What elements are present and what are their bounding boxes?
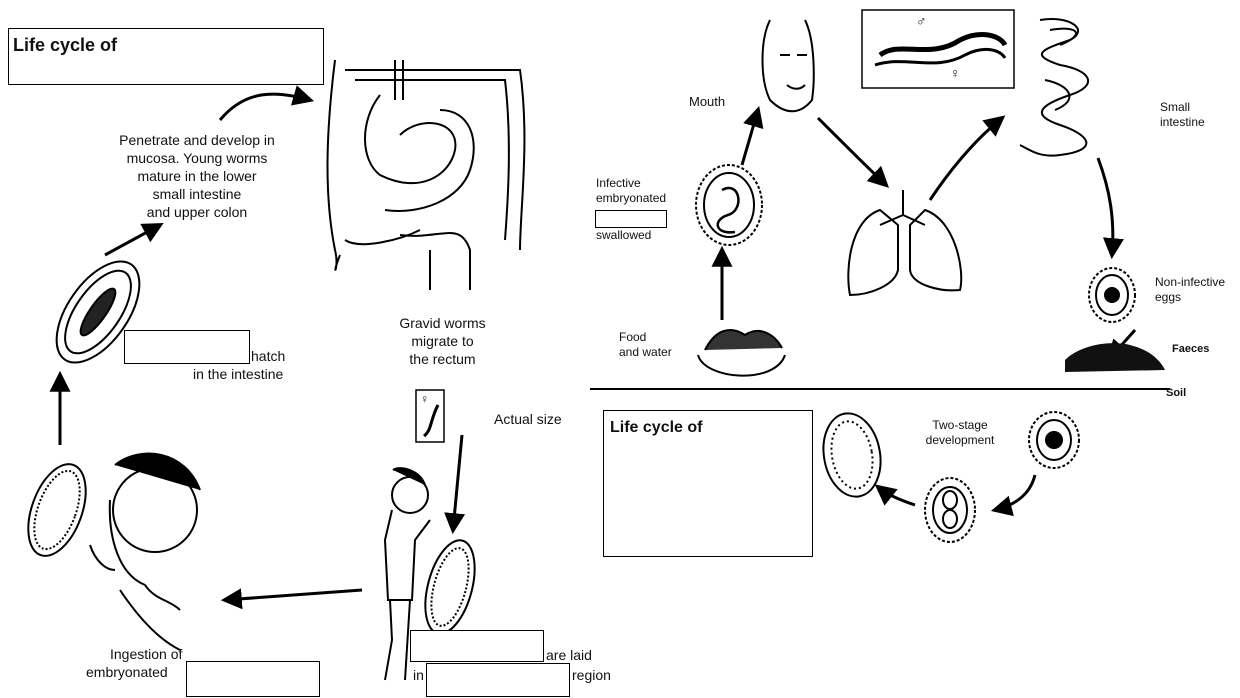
male-symbol: ♂ (916, 14, 927, 29)
hatch-label-2: in the intestine (193, 365, 283, 383)
food-bowl (698, 330, 785, 376)
infective-blank[interactable] (595, 210, 667, 228)
soil-label: Soil (1166, 386, 1186, 401)
swallowed-label: swallowed (596, 228, 651, 243)
left-title: Life cycle of (13, 35, 117, 56)
lungs-drawing (848, 190, 961, 295)
hatch-blank[interactable] (124, 330, 250, 364)
actual-size-label: Actual size (494, 410, 562, 428)
laid-blank-2[interactable] (426, 663, 570, 697)
food-label: Food and water (619, 330, 672, 360)
penetrate-label: Penetrate and develop in mucosa. Young w… (82, 131, 312, 221)
female-symbol-left: ♀ (420, 392, 429, 407)
faeces-label: Faeces (1172, 342, 1209, 357)
laid-blank-1[interactable] (410, 630, 544, 662)
two-stage-label: Two-stage development (905, 418, 1015, 448)
infective-label: Infective embryonated (596, 176, 666, 206)
child-thumb-sucking (90, 454, 200, 650)
gravid-label: Gravid worms migrate to the rectum (380, 314, 505, 368)
ingestion-label-2: embryonated (86, 663, 168, 681)
egg-left-child (17, 456, 97, 563)
hatch-label: hatch (251, 347, 285, 365)
ingestion-blank[interactable] (186, 661, 320, 697)
egg-stage-1 (1029, 412, 1079, 468)
region-label: region (572, 666, 611, 684)
non-infective-egg (1089, 268, 1135, 322)
large-intestine-drawing (328, 60, 525, 290)
infective-egg (696, 165, 762, 245)
mouth-label: Mouth (689, 94, 725, 109)
small-intestine-label: Small intestine (1160, 100, 1205, 130)
left-title-box: Life cycle of (8, 28, 324, 85)
right-title-box: Life cycle of (603, 410, 813, 557)
small-intestine-drawing (1020, 19, 1088, 156)
non-infective-label: Non-infective eggs (1155, 275, 1225, 305)
ingestion-label: Ingestion of (110, 645, 182, 663)
female-symbol-right: ♀ (950, 66, 961, 81)
egg-stage-3 (817, 409, 887, 501)
egg-stage-2 (925, 478, 975, 542)
right-title: Life cycle of (610, 419, 702, 437)
faeces-drawing (1065, 343, 1165, 372)
laid-label: are laid (546, 646, 592, 664)
human-face (763, 20, 814, 111)
egg-left-bottom (416, 535, 483, 639)
laid-in-label: in (413, 666, 424, 684)
